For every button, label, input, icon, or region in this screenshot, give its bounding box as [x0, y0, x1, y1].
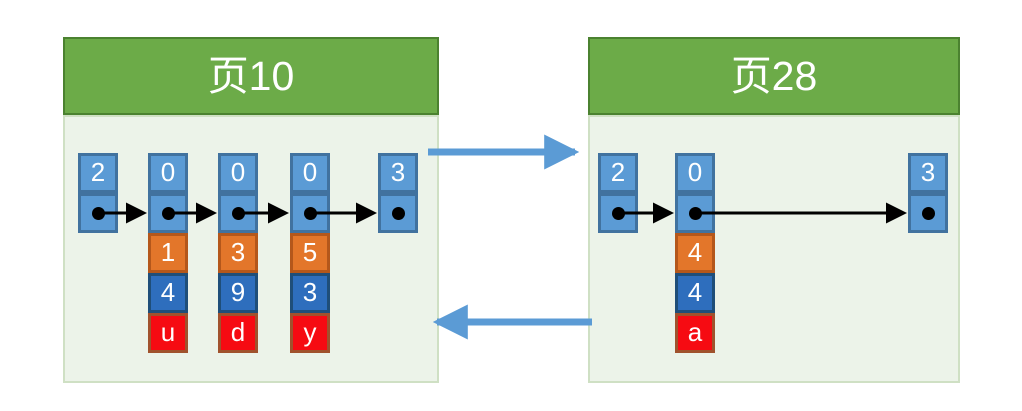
value-cell-red: u [148, 313, 188, 353]
key-value: 2 [610, 157, 626, 187]
value-text: 9 [230, 277, 246, 307]
key-cell: 3 [908, 153, 948, 193]
key-cell: 0 [675, 153, 715, 193]
page-header-right: 页28 [588, 37, 960, 115]
pointer-cell [908, 193, 948, 233]
key-value: 3 [390, 157, 406, 187]
value-text: 5 [302, 237, 318, 267]
value-text: u [160, 317, 176, 347]
key-value: 2 [90, 157, 106, 187]
value-cell-red: y [290, 313, 330, 353]
value-text: 3 [230, 237, 246, 267]
value-cell-orange: 1 [148, 233, 188, 273]
key-cell: 2 [78, 153, 118, 193]
pointer-dot-icon [391, 206, 405, 220]
key-cell: 0 [148, 153, 188, 193]
value-cell-red: d [218, 313, 258, 353]
key-value: 0 [160, 157, 176, 187]
page-panel-right [588, 115, 960, 383]
page-title-right: 页28 [730, 52, 818, 99]
value-text: 1 [160, 237, 176, 267]
value-text: y [303, 317, 317, 347]
key-cell: 2 [598, 153, 638, 193]
key-value: 3 [920, 157, 936, 187]
pointer-dot-icon [921, 206, 935, 220]
value-cell-red: a [675, 313, 715, 353]
key-cell: 0 [290, 153, 330, 193]
value-cell-blue: 9 [218, 273, 258, 313]
page-title-left: 页10 [207, 52, 295, 99]
value-text: 3 [302, 277, 318, 307]
value-text: 4 [687, 277, 703, 307]
value-text: d [230, 317, 246, 347]
value-cell-blue: 3 [290, 273, 330, 313]
key-value: 0 [687, 157, 703, 187]
value-text: a [687, 317, 703, 347]
page-header-left: 页10 [63, 37, 439, 115]
key-cell: 3 [378, 153, 418, 193]
key-value: 0 [302, 157, 318, 187]
value-cell-orange: 3 [218, 233, 258, 273]
value-cell-blue: 4 [148, 273, 188, 313]
value-text: 4 [160, 277, 176, 307]
value-cell-orange: 5 [290, 233, 330, 273]
key-value: 0 [230, 157, 246, 187]
key-cell: 0 [218, 153, 258, 193]
value-cell-blue: 4 [675, 273, 715, 313]
value-text: 4 [687, 237, 703, 267]
value-cell-orange: 4 [675, 233, 715, 273]
pointer-cell [378, 193, 418, 233]
